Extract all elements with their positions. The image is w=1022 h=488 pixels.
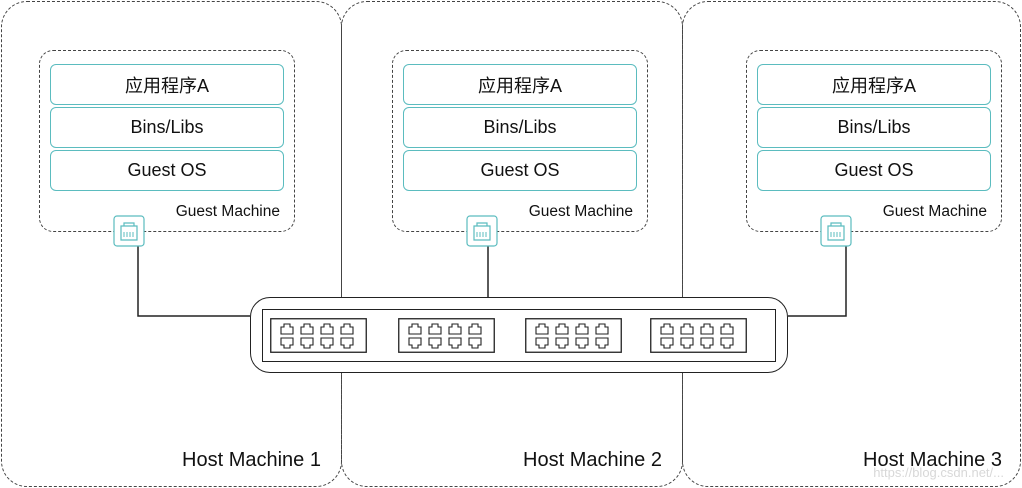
switch-port xyxy=(320,323,334,335)
cable-host-1 xyxy=(137,246,250,317)
host-machine-3: Host Machine 3 xyxy=(682,1,1021,487)
switch-port-group-3 xyxy=(525,318,622,353)
switch-port xyxy=(700,323,714,335)
switch-port xyxy=(300,323,314,335)
layer-application: 应用程序A xyxy=(403,64,637,105)
switch-port xyxy=(428,337,442,349)
switch-port xyxy=(535,323,549,335)
guest-machine-2: 应用程序A Bins/Libs Guest OS Guest Machine xyxy=(392,50,648,232)
switch-port-group-2 xyxy=(398,318,495,353)
switch-port xyxy=(340,337,354,349)
layer-bins-libs: Bins/Libs xyxy=(403,107,637,148)
switch-port xyxy=(575,323,589,335)
switch-port xyxy=(468,323,482,335)
switch-port xyxy=(700,337,714,349)
layer-application: 应用程序A xyxy=(50,64,284,105)
switch-port xyxy=(300,337,314,349)
switch-port-group-4 xyxy=(650,318,747,353)
layer-bins-libs: Bins/Libs xyxy=(50,107,284,148)
switch-port-group-1 xyxy=(270,318,367,353)
switch-port xyxy=(660,323,674,335)
guest-machine-label: Guest Machine xyxy=(882,203,987,220)
switch-port xyxy=(448,337,462,349)
host-machine-label: Host Machine 3 xyxy=(863,449,1002,471)
switch-port xyxy=(555,323,569,335)
layer-guest-os: Guest OS xyxy=(50,150,284,191)
guest-machine-label: Guest Machine xyxy=(175,203,280,220)
ethernet-port-icon xyxy=(113,215,145,247)
switch-port xyxy=(720,337,734,349)
ethernet-port-icon xyxy=(466,215,498,247)
layer-guest-os: Guest OS xyxy=(403,150,637,191)
guest-machine-1: 应用程序A Bins/Libs Guest OS Guest Machine xyxy=(39,50,295,232)
watermark: https://blog.csdn.net/... xyxy=(873,465,1004,480)
ethernet-port-icon xyxy=(820,215,852,247)
switch-port xyxy=(408,323,422,335)
switch-port xyxy=(720,323,734,335)
guest-machine-label: Guest Machine xyxy=(528,203,633,220)
switch-port xyxy=(680,337,694,349)
switch-port xyxy=(320,337,334,349)
switch-port xyxy=(680,323,694,335)
switch-port xyxy=(595,337,609,349)
switch-port xyxy=(535,337,549,349)
host-machine-label: Host Machine 1 xyxy=(182,449,321,471)
layer-guest-os: Guest OS xyxy=(757,150,991,191)
layer-application: 应用程序A xyxy=(757,64,991,105)
guest-machine-3: 应用程序A Bins/Libs Guest OS Guest Machine xyxy=(746,50,1002,232)
switch-port xyxy=(660,337,674,349)
layer-bins-libs: Bins/Libs xyxy=(757,107,991,148)
switch-port xyxy=(595,323,609,335)
switch-port xyxy=(280,337,294,349)
cable-host-3 xyxy=(788,246,847,317)
switch-port xyxy=(468,337,482,349)
switch-port xyxy=(575,337,589,349)
switch-port xyxy=(280,323,294,335)
switch-port xyxy=(428,323,442,335)
switch-port xyxy=(555,337,569,349)
host-machine-label: Host Machine 2 xyxy=(523,449,662,471)
switch-port xyxy=(408,337,422,349)
switch-port xyxy=(448,323,462,335)
switch-port xyxy=(340,323,354,335)
